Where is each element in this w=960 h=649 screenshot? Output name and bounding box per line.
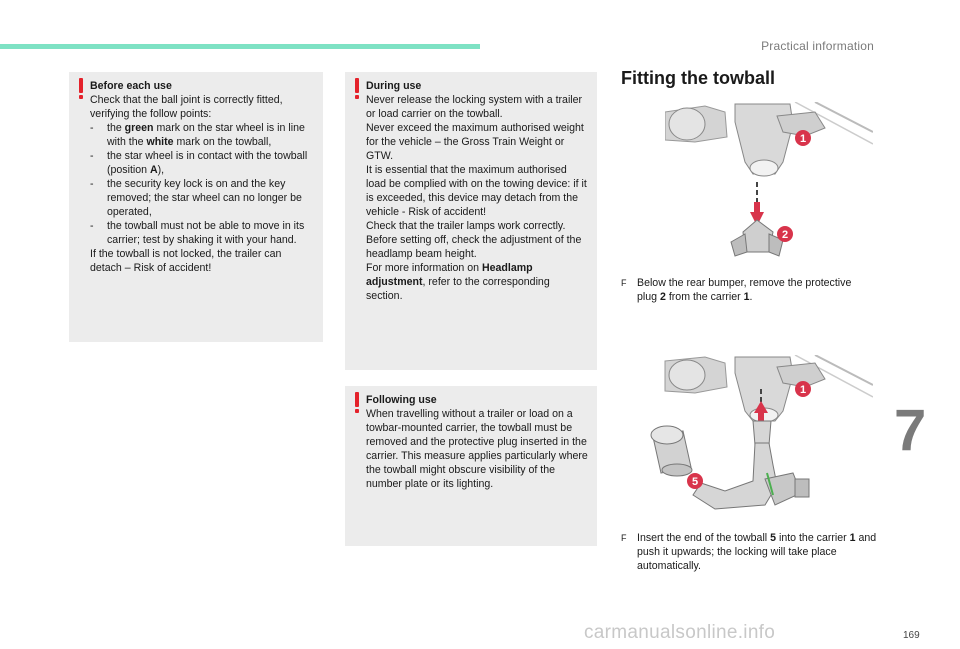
warning-icon [77, 78, 85, 100]
callout-marker [795, 381, 811, 397]
box-heading: Before each use [90, 80, 172, 92]
warning-box-during-use: During use Never release the locking sys… [345, 72, 597, 370]
callout-marker [687, 473, 703, 489]
instruction-step: F Insert the end of the towball 5 into t… [621, 532, 877, 572]
page-title: Fitting the towball [621, 68, 775, 88]
warning-box-following-use: Following use When travelling without a … [345, 386, 597, 546]
callout-marker [795, 130, 811, 146]
warning-icon [353, 78, 361, 100]
list-item: -the security key lock is on and the key… [90, 178, 302, 218]
paragraph: Before setting off, check the adjustment… [366, 234, 582, 260]
callout-label: 2 [782, 229, 788, 241]
box-outro: If the towball is not locked, the traile… [90, 248, 282, 274]
callout-marker [777, 226, 793, 242]
warning-box-before-use: Before each use Check that the ball join… [69, 72, 323, 342]
box-heading: During use [366, 80, 422, 92]
paragraph: Never release the locking system with a … [366, 94, 583, 120]
callout-label: 1 [800, 384, 806, 396]
remove-plug-illustration: 1 2 [665, 102, 873, 272]
list-item: -the towball must not be able to move in… [90, 220, 305, 246]
arrow-bullet-icon: F [621, 278, 627, 288]
page-number: 169 [903, 630, 920, 641]
list-item: -the star wheel is in contact with the t… [90, 150, 308, 176]
paragraph: Check that the trailer lamps work correc… [366, 220, 566, 232]
arrow-bullet-icon: F [621, 533, 627, 543]
header-accent-bar [0, 44, 480, 49]
callout-label: 5 [692, 476, 698, 488]
instruction-step: F Below the rear bumper, remove the prot… [621, 277, 852, 303]
checklist: -the green mark on the star wheel is in … [90, 121, 315, 247]
paragraph: It is essential that the maximum authori… [366, 164, 587, 218]
cross-reference: Headlamp adjustment [366, 262, 533, 288]
callout-label: 1 [800, 133, 806, 145]
warning-icon [353, 392, 361, 414]
watermark: carmanualsonline.info [584, 622, 776, 643]
paragraph: For more information on Headlamp adjustm… [366, 262, 550, 302]
paragraph: When travelling without a trailer or loa… [366, 408, 588, 490]
box-intro: Check that the ball joint is correctly f… [90, 94, 283, 120]
insert-towball-illustration: 1 5 [645, 355, 873, 520]
list-item: -the green mark on the star wheel is in … [90, 122, 305, 148]
paragraph: Never exceed the maximum authorised weig… [366, 122, 584, 162]
section-title: Practical information [761, 39, 874, 53]
chapter-number: 7 [894, 398, 927, 463]
box-heading: Following use [366, 394, 437, 406]
